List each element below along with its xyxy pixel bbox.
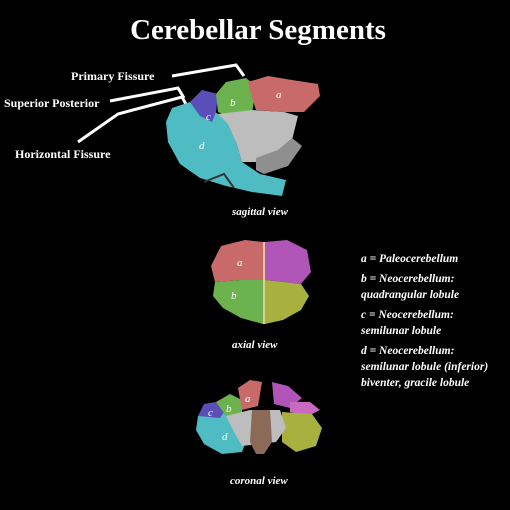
axial-view-label: axial view [232, 339, 278, 351]
axial-right-lower [265, 280, 309, 324]
coronal-brainstem [250, 410, 272, 454]
coronal-view-label: coronal view [230, 475, 288, 487]
legend-line: b = Neocerebellum: [361, 273, 455, 285]
coronal-view-figure: a b c d [196, 380, 322, 454]
legend-entry-a: a = Paleocerebellum [361, 251, 510, 267]
sagittal-segment-b [216, 78, 256, 118]
coronal-segment-b [216, 394, 242, 416]
coronal-right-upper [272, 382, 302, 408]
axial-letter-b: b [231, 290, 237, 302]
primary-fissure-leader [171, 63, 246, 78]
sagittal-white-matter [218, 110, 298, 162]
sagittal-letter-a: a [276, 89, 282, 101]
horizontal-fissure-leader [77, 95, 190, 144]
sagittal-segment-a [248, 76, 320, 112]
axial-segment-b [213, 280, 263, 324]
coronal-letter-d: d [222, 431, 228, 443]
axial-letter-a: a [237, 257, 243, 269]
superior-posterior-label: Superior Posterior [4, 96, 100, 110]
axial-right-upper [265, 240, 311, 284]
sagittal-letter-d: d [199, 140, 205, 152]
coronal-segment-a [238, 380, 262, 410]
legend-line: biventer, gracile lobule [361, 377, 470, 389]
coronal-segment-c [198, 402, 224, 418]
legend-line: d = Neocerebellum: [361, 345, 455, 357]
legend-line: a = Paleocerebellum [361, 253, 459, 265]
page-title: Cerebellar Segments [130, 14, 386, 46]
axial-view-figure: a b [211, 240, 311, 324]
sagittal-letter-b: b [230, 97, 236, 109]
coronal-letter-a: a [245, 393, 251, 405]
primary-fissure-label: Primary Fissure [71, 69, 155, 83]
sagittal-segment-c [190, 90, 218, 122]
legend-entry-b: b = Neocerebellum: quadrangular lobule [361, 271, 510, 303]
sagittal-view-label: sagittal view [232, 206, 288, 218]
sagittal-view-figure: a b c d [166, 76, 320, 196]
coronal-right-upper-2 [290, 402, 320, 416]
sagittal-letter-c: c [206, 111, 211, 123]
horizontal-fissure-label: Horizontal Fissure [15, 147, 111, 161]
legend-entry-c: c = Neocerebellum: semilunar lobule [361, 307, 510, 339]
axial-segment-a [211, 240, 263, 282]
legend-line: semilunar lobule (inferior) [361, 361, 489, 373]
legend-line: c = Neocerebellum: [361, 309, 454, 321]
sagittal-segment-d [166, 102, 286, 196]
coronal-letter-b: b [226, 403, 232, 415]
sagittal-brainstem [256, 138, 302, 174]
coronal-letter-c: c [208, 407, 213, 419]
legend-line: semilunar lobule [361, 325, 442, 337]
legend-entry-d: d = Neocerebellum: semilunar lobule (inf… [361, 343, 510, 391]
superior-posterior-leader [109, 86, 186, 103]
coronal-right-lower [282, 412, 322, 452]
segment-legend: a = Paleocerebellum b = Neocerebellum: q… [361, 251, 510, 391]
legend-line: quadrangular lobule [361, 289, 460, 301]
